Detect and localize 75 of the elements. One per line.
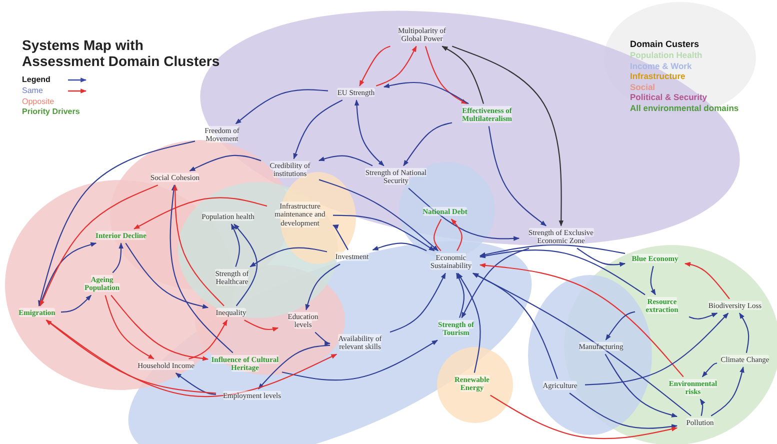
legend-entry: Opposite <box>22 96 54 106</box>
arrow <box>188 320 228 360</box>
arrow <box>376 46 417 86</box>
arrow <box>318 155 373 166</box>
arrow <box>584 312 729 386</box>
arrow <box>46 320 338 398</box>
arrow <box>604 354 678 418</box>
arrow <box>739 312 750 353</box>
arrow <box>490 394 678 440</box>
label-text: Domain Custers <box>630 39 700 49</box>
arrow <box>605 311 636 340</box>
arrow <box>472 272 692 416</box>
arrow <box>390 272 446 333</box>
arrow <box>125 242 209 309</box>
arrow <box>442 46 484 104</box>
arrow <box>456 272 465 318</box>
arrow <box>112 242 124 274</box>
title: Systems Map with Assessment Domain Clusters <box>22 37 221 70</box>
arrow <box>383 82 469 104</box>
arrow <box>234 224 258 306</box>
arrow <box>170 184 234 354</box>
arrow <box>39 242 97 306</box>
arrow <box>189 154 262 172</box>
arrow <box>359 46 390 86</box>
arrow <box>684 262 730 300</box>
arrow <box>650 266 656 296</box>
arrow <box>40 184 158 306</box>
arrow <box>172 184 224 306</box>
arrow <box>450 218 462 251</box>
legend-entry: Priority Drivers <box>22 107 80 116</box>
arrow <box>60 294 92 313</box>
arrow <box>479 263 684 378</box>
arrow <box>452 46 564 226</box>
arrow <box>46 320 216 394</box>
arrow <box>332 224 348 250</box>
arrow <box>702 362 718 378</box>
arrow <box>230 224 240 267</box>
arrow <box>258 344 330 390</box>
arrow <box>479 244 626 257</box>
arrow <box>250 247 328 268</box>
arrow <box>457 272 481 373</box>
arrow <box>333 214 435 252</box>
arrow <box>576 248 626 267</box>
arrow <box>235 89 328 124</box>
arrow <box>314 332 331 346</box>
arrow <box>175 372 216 395</box>
arrow <box>318 179 439 252</box>
arrow <box>244 320 279 332</box>
arrow <box>569 392 678 429</box>
legend-entry: Infrastructure <box>630 71 686 81</box>
arrow <box>479 250 646 296</box>
arrow <box>354 100 384 166</box>
arrow <box>461 248 530 318</box>
arrow <box>293 100 343 160</box>
legend-entry: All environmental domains <box>630 102 739 112</box>
arrow <box>408 188 520 241</box>
arrow <box>710 366 744 416</box>
arrow <box>134 197 268 230</box>
arrow <box>372 242 427 252</box>
arrow <box>38 140 196 306</box>
arrow <box>424 46 468 104</box>
arrow <box>104 295 154 360</box>
arrow <box>688 312 718 320</box>
legend-entry: Income & Work <box>630 60 692 70</box>
legend-entry: Social <box>630 82 656 92</box>
arrow <box>110 294 209 361</box>
legend-entry: Political & Security <box>630 92 707 102</box>
arrow <box>282 340 438 381</box>
arrow <box>305 264 340 310</box>
arrow <box>488 126 547 226</box>
legend-entry: Population Health <box>630 50 702 60</box>
legend-entry: Same <box>22 86 43 95</box>
arrow <box>403 122 452 166</box>
arrow <box>700 398 706 416</box>
label-text: Legend <box>22 75 50 84</box>
